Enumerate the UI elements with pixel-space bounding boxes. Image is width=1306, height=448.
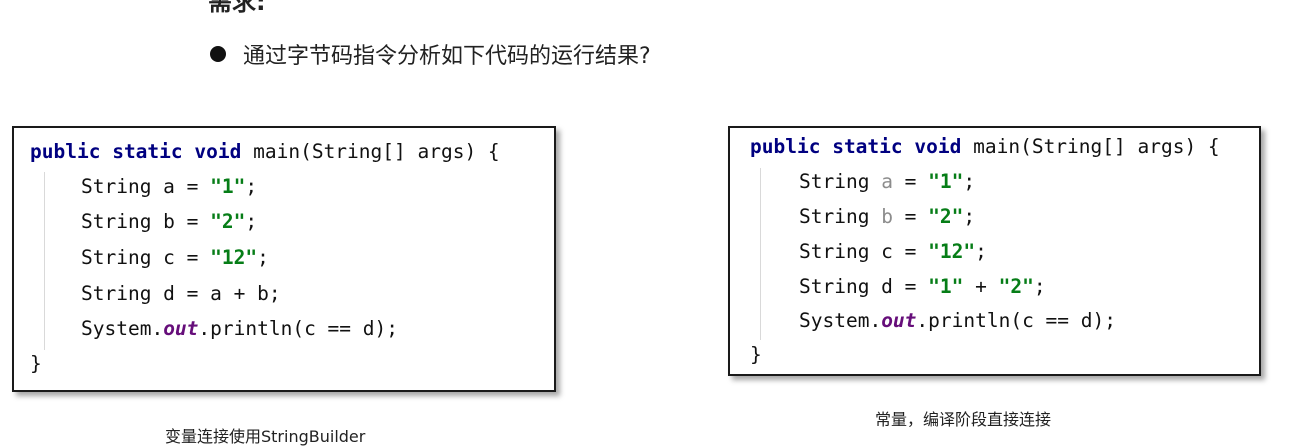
static-field: out bbox=[881, 309, 917, 332]
string-literal: "2" bbox=[998, 275, 1034, 298]
code-block-constants: public static void main(String[] args) {… bbox=[728, 126, 1261, 376]
code-text: ; bbox=[963, 170, 976, 193]
code-text: ; bbox=[257, 246, 269, 269]
code-text: String a = bbox=[81, 175, 211, 198]
code-text: String c = bbox=[799, 240, 929, 263]
code-line-signature: public static void main(String[] args) { bbox=[30, 140, 500, 163]
code-line-close: } bbox=[750, 343, 762, 366]
string-literal: "2" bbox=[928, 205, 964, 228]
code-text: String c = bbox=[81, 246, 211, 269]
code-text: ; bbox=[245, 210, 258, 233]
code-text: String bbox=[799, 205, 882, 228]
code-line-b: String b = "2"; bbox=[81, 210, 257, 233]
string-literal: "12" bbox=[928, 240, 976, 263]
string-literal: "1" bbox=[928, 170, 964, 193]
code-text: = bbox=[892, 170, 929, 193]
code-line-c: String c = "12"; bbox=[81, 246, 269, 269]
section-heading: 需求: bbox=[208, 0, 266, 16]
code-line-a: String a = "1"; bbox=[799, 170, 975, 193]
keyword-static: static bbox=[832, 135, 903, 158]
string-literal: "1" bbox=[928, 275, 964, 298]
code-line-print: System.out.println(c == d); bbox=[799, 309, 1116, 332]
code-line-d: String d = "1" + "2"; bbox=[799, 275, 1046, 298]
keyword-void: void bbox=[194, 140, 242, 163]
code-text: String b = bbox=[81, 210, 211, 233]
code-text: String bbox=[799, 170, 882, 193]
code-text: .println(c == d); bbox=[198, 317, 399, 340]
code-text: = bbox=[892, 205, 929, 228]
code-text: String d = bbox=[799, 275, 929, 298]
keyword-static: static bbox=[112, 140, 183, 163]
keyword-public: public bbox=[30, 140, 101, 163]
code-line-d: String d = a + b; bbox=[81, 282, 281, 305]
keyword-public: public bbox=[750, 135, 821, 158]
code-line-b: String b = "2"; bbox=[799, 205, 975, 228]
unused-variable: a bbox=[881, 170, 893, 193]
code-text: ; bbox=[1033, 275, 1046, 298]
code-text: System. bbox=[81, 317, 164, 340]
code-line-c: String c = "12"; bbox=[799, 240, 987, 263]
code-line-signature: public static void main(String[] args) { bbox=[750, 135, 1220, 158]
string-literal: "1" bbox=[210, 175, 246, 198]
caption-left: 变量连接使用StringBuilder bbox=[165, 427, 366, 446]
code-line-print: System.out.println(c == d); bbox=[81, 317, 398, 340]
string-literal: "12" bbox=[210, 246, 258, 269]
static-field: out bbox=[163, 317, 199, 340]
code-text: + bbox=[963, 275, 999, 298]
code-text: ; bbox=[245, 175, 258, 198]
code-text: System. bbox=[799, 309, 882, 332]
bullet-text: 通过字节码指令分析如下代码的运行结果? bbox=[243, 44, 651, 69]
caption-right: 常量，编译阶段直接连接 bbox=[875, 410, 1052, 429]
code-line-close: } bbox=[30, 352, 42, 375]
code-text: ; bbox=[975, 240, 987, 263]
bullet-dot-icon bbox=[210, 46, 226, 62]
indent-guide bbox=[44, 172, 45, 350]
string-literal: "2" bbox=[210, 210, 246, 233]
method-signature: main(String[] args) { bbox=[253, 140, 500, 163]
keyword-void: void bbox=[914, 135, 962, 158]
code-text: ; bbox=[963, 205, 976, 228]
method-signature: main(String[] args) { bbox=[973, 135, 1220, 158]
indent-guide bbox=[760, 168, 761, 340]
code-line-a: String a = "1"; bbox=[81, 175, 257, 198]
code-text: .println(c == d); bbox=[916, 309, 1117, 332]
code-block-variables: public static void main(String[] args) {… bbox=[12, 126, 556, 392]
bullet-item: 通过字节码指令分析如下代码的运行结果? bbox=[210, 38, 651, 70]
unused-variable: b bbox=[881, 205, 893, 228]
